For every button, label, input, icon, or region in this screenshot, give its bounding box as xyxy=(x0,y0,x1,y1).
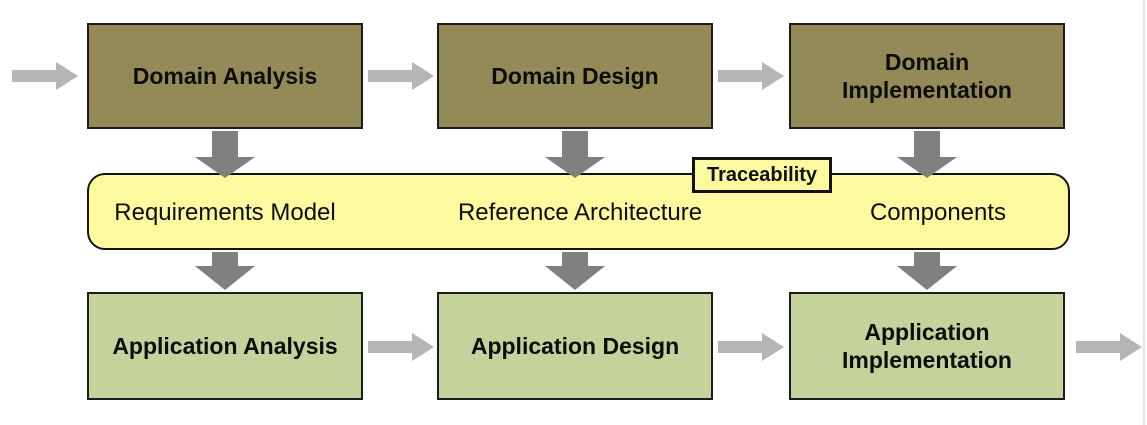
box-domain-analysis-label: Domain Analysis xyxy=(132,62,318,89)
down-arrow-icon xyxy=(897,252,957,290)
box-application-analysis-label: Application Analysis xyxy=(112,332,338,359)
traceability-tag: Traceability xyxy=(692,157,832,193)
page-right-border xyxy=(1143,0,1145,425)
box-application-analysis: Application Analysis xyxy=(87,292,363,400)
down-arrow-icon xyxy=(195,252,255,290)
down-arrow-icon xyxy=(897,131,957,178)
box-domain-design-label: Domain Design xyxy=(491,62,659,89)
box-domain-implementation: Domain Implementation xyxy=(789,23,1065,129)
box-application-implementation-label: Application Implementation xyxy=(842,318,1012,373)
box-application-design: Application Design xyxy=(437,292,713,400)
band-label-reference-architecture: Reference Architecture xyxy=(457,199,703,226)
right-arrow-icon xyxy=(1076,333,1142,361)
down-arrow-icon xyxy=(545,131,605,178)
right-arrow-icon xyxy=(718,333,784,361)
right-arrow-icon xyxy=(12,62,78,90)
right-arrow-icon xyxy=(718,62,784,90)
box-application-design-label: Application Design xyxy=(470,332,680,359)
down-arrow-icon xyxy=(545,252,605,290)
box-domain-analysis: Domain Analysis xyxy=(87,23,363,129)
box-domain-implementation-label: Domain Implementation xyxy=(842,48,1012,103)
band-label-requirements-model: Requirements Model xyxy=(114,199,336,226)
right-arrow-icon xyxy=(368,333,434,361)
box-application-implementation: Application Implementation xyxy=(789,292,1065,400)
right-arrow-icon xyxy=(368,62,434,90)
band-label-components: Components xyxy=(869,199,1007,226)
box-domain-design: Domain Design xyxy=(437,23,713,129)
down-arrow-icon xyxy=(195,131,255,178)
